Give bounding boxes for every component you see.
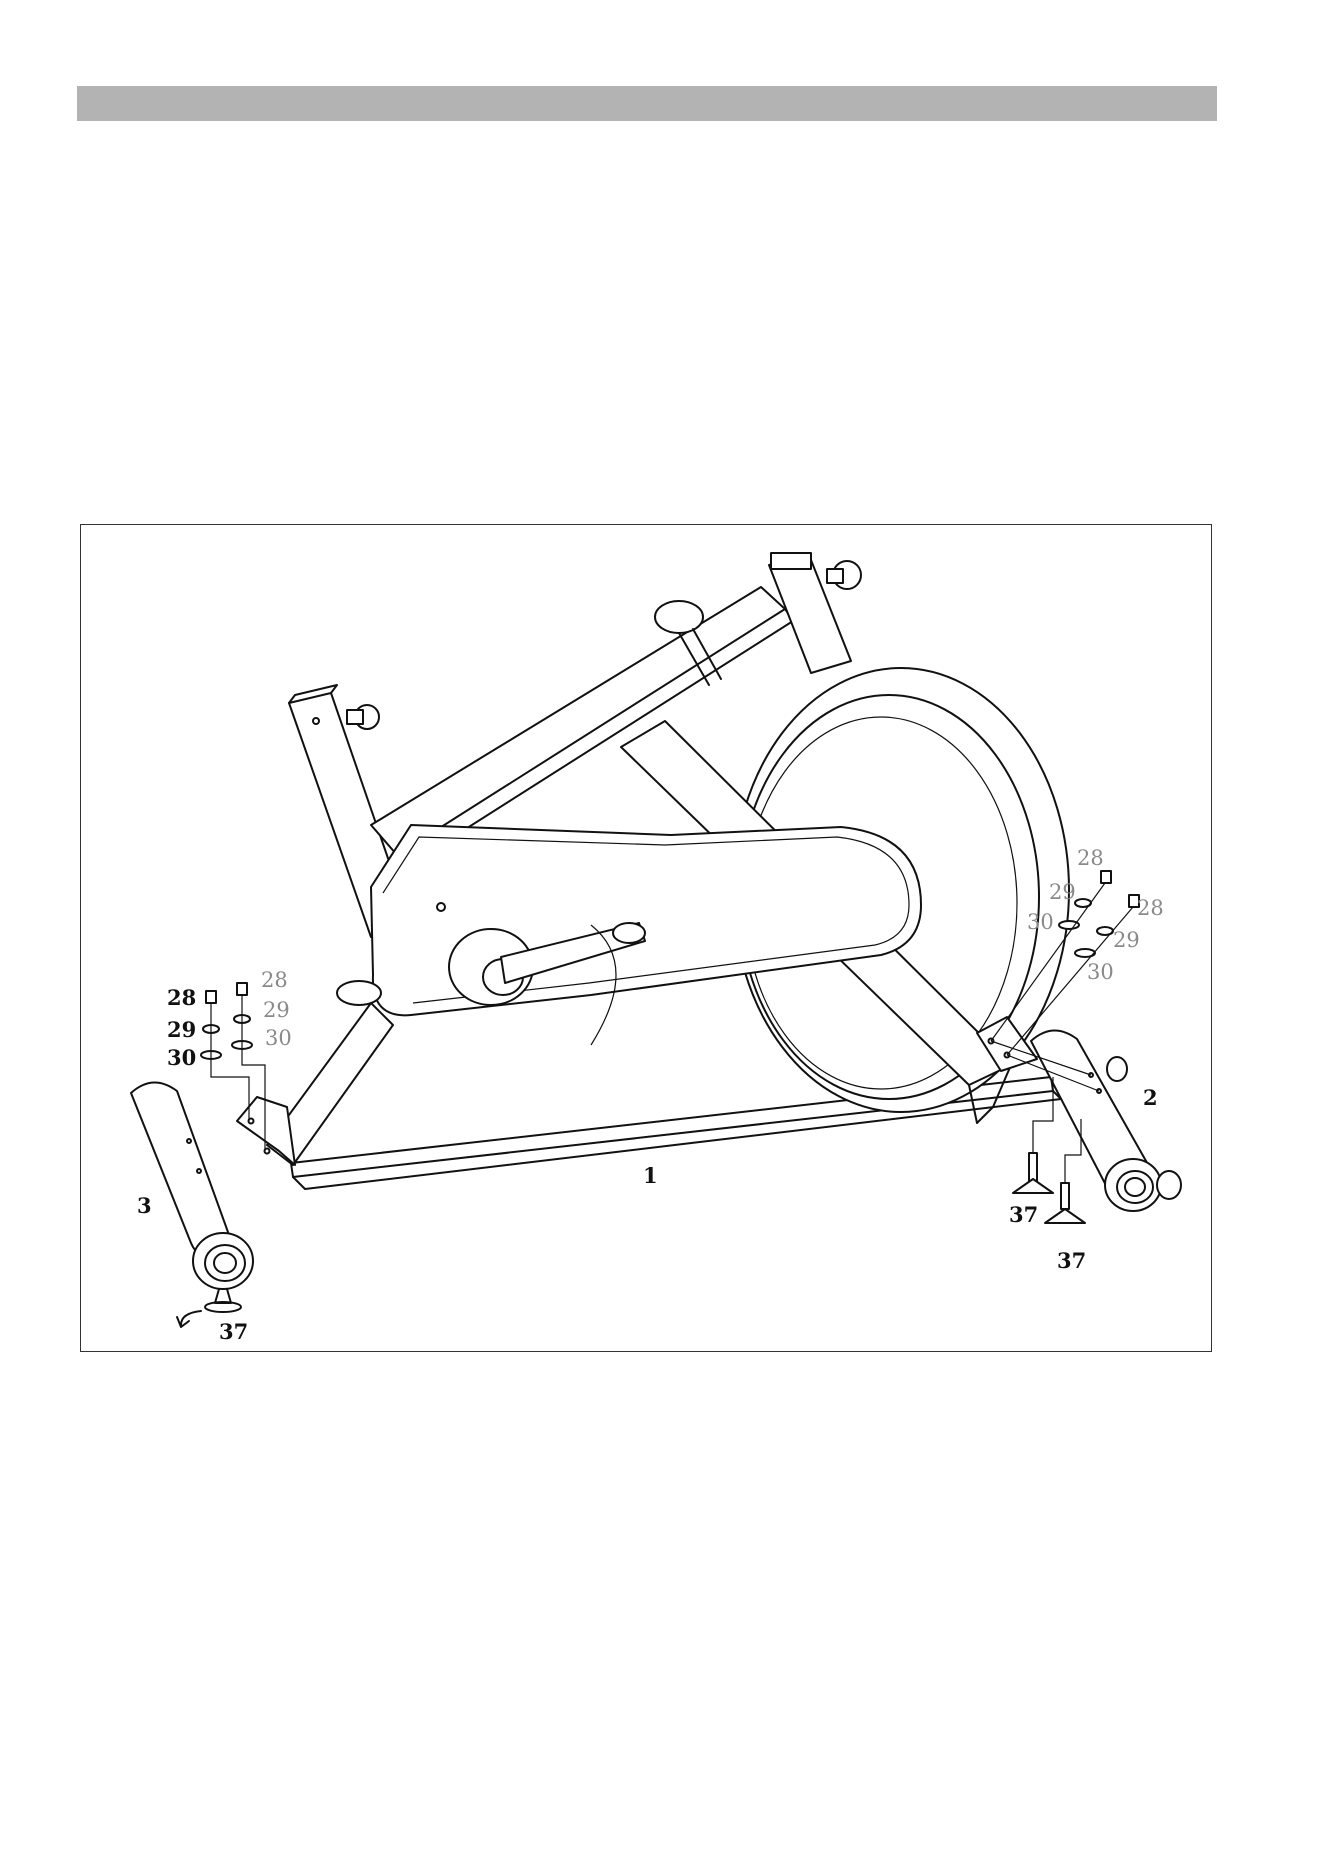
label-frame: 1 — [643, 1163, 658, 1188]
label-left-washer-b: 29 — [263, 998, 290, 1022]
section-header-bar — [77, 86, 1217, 121]
label-rear-stabilizer: 3 — [137, 1193, 152, 1218]
label-right-nut-a: 30 — [1027, 910, 1054, 934]
label-foot-rear: 37 — [219, 1319, 248, 1344]
label-foot-front-a: 37 — [1009, 1202, 1038, 1227]
assembly-diagram-frame: 1 2 3 28 29 30 28 29 30 28 29 30 28 29 3… — [80, 524, 1212, 1352]
label-foot-front-b: 37 — [1057, 1248, 1086, 1273]
label-left-nut-b: 30 — [265, 1026, 292, 1050]
label-right-bolt-b: 28 — [1137, 896, 1164, 920]
label-right-bolt-a: 28 — [1077, 846, 1104, 870]
label-left-washer-a: 29 — [167, 1017, 196, 1042]
label-front-stabilizer: 2 — [1143, 1085, 1158, 1110]
label-left-bolt-b: 28 — [261, 968, 288, 992]
label-left-bolt-a: 28 — [167, 985, 196, 1010]
label-right-washer-a: 29 — [1049, 880, 1076, 904]
pedal-bracket — [337, 981, 381, 1005]
label-right-nut-b: 30 — [1087, 960, 1114, 984]
label-right-washer-b: 29 — [1113, 928, 1140, 952]
bike-assembly-drawing: 1 2 3 28 29 30 28 29 30 28 29 30 28 29 3… — [81, 525, 1213, 1353]
label-left-nut-a: 30 — [167, 1045, 196, 1070]
handlebar-post — [769, 553, 861, 673]
